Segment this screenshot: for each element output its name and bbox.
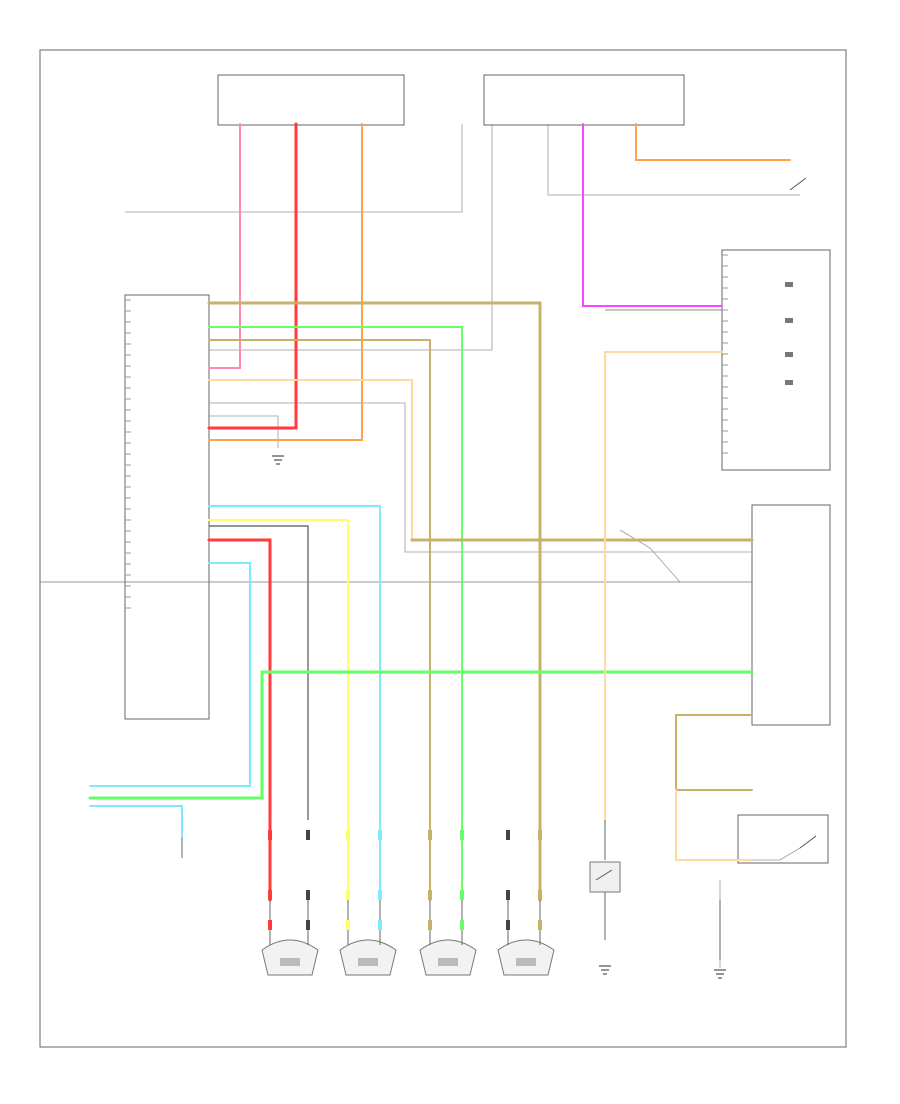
wire-gray-1 xyxy=(125,124,463,213)
wire-orange xyxy=(208,123,363,441)
ebcm-module-box xyxy=(124,294,210,720)
connector-mark xyxy=(428,830,432,840)
wheel-speed-sensor-icon xyxy=(261,939,319,976)
wire-gray-4 xyxy=(209,415,279,448)
connector-mark xyxy=(538,890,542,900)
connector-mark xyxy=(268,920,272,930)
wire-black xyxy=(209,525,309,820)
switch-icon xyxy=(799,835,817,849)
wire-tags xyxy=(268,830,542,930)
wire-orange-ignition xyxy=(635,123,791,161)
connector-mark xyxy=(306,830,310,840)
indicator-bulbs xyxy=(785,282,793,385)
diagram-frame xyxy=(39,49,847,1048)
colored-wires xyxy=(88,122,791,902)
wheel-speed-sensor-icon xyxy=(339,939,397,976)
connector-mark xyxy=(378,890,382,900)
switch-icon xyxy=(595,869,613,881)
wire-green-serial xyxy=(88,670,754,800)
wire-switch xyxy=(728,847,801,861)
connector-mark xyxy=(306,920,310,930)
ground-symbol-icon xyxy=(599,965,611,975)
wire-cyan-2 xyxy=(89,562,251,787)
connector-mark xyxy=(506,890,510,900)
wheel-speed-sensor-icon xyxy=(419,939,477,976)
connector-mark xyxy=(428,890,432,900)
wire-gray-5 xyxy=(547,124,800,196)
connector-mark xyxy=(538,920,542,930)
ebcm-pin-ticks xyxy=(125,254,728,609)
connector-mark xyxy=(346,920,350,930)
switch-box xyxy=(737,814,829,864)
wire-peach xyxy=(208,379,753,541)
ground-symbol-icon xyxy=(272,455,284,465)
connector-mark xyxy=(346,830,350,840)
connector-mark xyxy=(268,830,272,840)
ground-symbol-icon xyxy=(714,969,726,979)
wire-pink xyxy=(208,123,241,369)
wire-gray-3 xyxy=(209,402,752,553)
wire-cyan-rf xyxy=(208,505,381,901)
connector-mark xyxy=(378,830,382,840)
connector-mark xyxy=(346,890,350,900)
wire-gray-2 xyxy=(209,124,493,351)
connector-mark xyxy=(538,830,542,840)
wire-tan-loop xyxy=(675,714,753,791)
connector-mark xyxy=(460,830,464,840)
connector-mark xyxy=(460,920,464,930)
connector-mark xyxy=(506,830,510,840)
wire-peach-brake xyxy=(604,351,723,821)
wire-red-lr xyxy=(207,538,272,902)
brake-fluid-switch xyxy=(589,861,621,893)
connector-mark xyxy=(428,920,432,930)
wheel-speed-sensors xyxy=(261,939,555,976)
switch-icon xyxy=(789,177,807,191)
wire-splice xyxy=(619,529,681,583)
right-module-box xyxy=(751,504,831,726)
connector-mark xyxy=(460,890,464,900)
wire-yellow xyxy=(208,519,349,901)
wire-tan-2 xyxy=(208,339,431,901)
wire-peach-2 xyxy=(675,789,753,861)
wire-cyan-3 xyxy=(89,805,183,839)
wire-magenta xyxy=(582,123,723,307)
connector-mark xyxy=(378,920,382,930)
connector-mark xyxy=(268,890,272,900)
connector-icon xyxy=(181,820,721,960)
wire-tan-lf xyxy=(207,301,542,902)
fuse-block-right xyxy=(483,74,685,126)
connector-mark xyxy=(506,920,510,930)
connector-mark xyxy=(306,890,310,900)
thin-wires xyxy=(40,124,801,968)
instrument-panel-box xyxy=(721,249,831,471)
wire-red-power xyxy=(207,122,298,430)
wheel-speed-sensor-icon xyxy=(497,939,555,976)
fuse-block-left xyxy=(217,74,405,126)
wire-lightgreen xyxy=(208,326,463,901)
